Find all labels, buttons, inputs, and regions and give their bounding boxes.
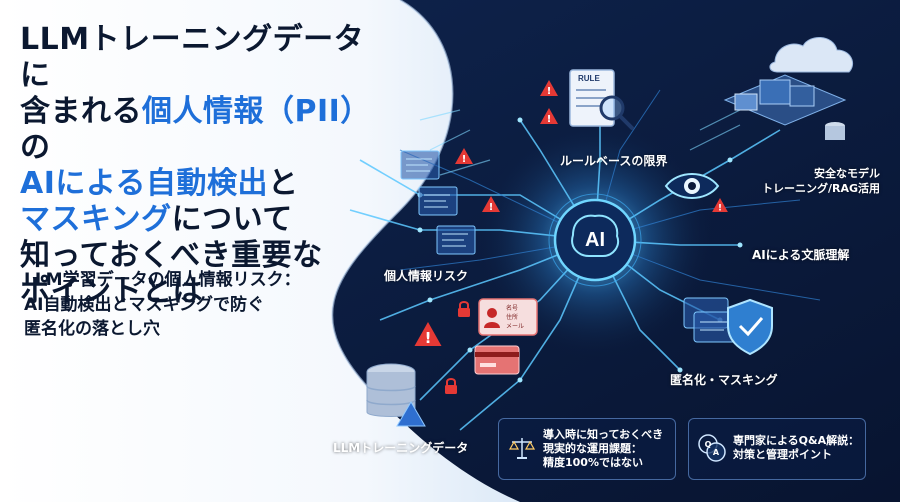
padlock-icon — [445, 378, 457, 394]
database-icon — [366, 363, 426, 427]
svg-text:A: A — [713, 448, 720, 457]
title-line-2-post: の — [20, 130, 51, 165]
expert-qa-box: Q A 専門家によるQ&A解説： 対策と管理ポイント — [688, 418, 866, 480]
warning-icon: ! — [540, 80, 558, 96]
masking-shield-icon — [683, 297, 773, 356]
warning-icon: ! — [540, 108, 558, 124]
title-line-3-highlight: AIによる自動検出 — [20, 166, 268, 201]
operational-issues-line-2: 現実的な運用課題： — [543, 442, 642, 455]
id-card-icon: 名号 住所 メール — [478, 298, 538, 336]
masking-label: 匿名化・マスキング — [670, 373, 778, 387]
title-line-4: マスキングについて — [20, 202, 390, 238]
svg-text:!: ! — [425, 329, 432, 346]
title-line-3-post: と — [267, 166, 299, 201]
safe-model-label-line-2: トレーニング/RAG活用 — [761, 182, 880, 195]
operational-issues-box: 導入時に知っておくべき 現実的な運用課題： 精度100%ではない — [498, 418, 676, 480]
operational-issues-line-3: 精度100%ではない — [543, 456, 643, 469]
pii-risk-label: 個人情報リスク — [384, 269, 469, 283]
id-card-line-1: 名号 — [506, 304, 518, 312]
svg-text:!: ! — [462, 154, 467, 164]
page-title: LLMトレーニングデータに 含まれる個人情報（PII）の AIによる自動検出と … — [20, 22, 390, 310]
safe-model-label: 安全なモデル トレーニング/RAG活用 — [760, 166, 880, 196]
svg-text:Q: Q — [705, 440, 712, 449]
title-line-4-post: について — [171, 202, 293, 237]
subtitle-line-2: AI自動検出とマスキングで防ぐ — [24, 294, 264, 315]
warning-icon: ! — [455, 148, 473, 164]
qa-bubbles-icon: Q A — [698, 434, 726, 462]
safe-model-label-line-1: 安全なモデル — [814, 167, 880, 180]
warning-icon: ! — [712, 198, 728, 212]
operational-issues-line-1: 導入時に知っておくべき — [543, 428, 664, 441]
svg-text:!: ! — [718, 203, 722, 212]
rule-doc-label: RULE — [578, 74, 600, 83]
padlock-icon — [458, 301, 470, 317]
title-line-2-highlight: 個人情報（PII） — [142, 94, 371, 129]
rule-based-limit-label: ルールベースの限界 — [560, 154, 668, 168]
subtitle: LLM学習データの個人情報リスク： AI自動検出とマスキングで防ぐ 匿名化の落と… — [24, 268, 354, 342]
data-file-icon — [436, 225, 476, 255]
data-file-icon — [400, 150, 440, 180]
title-line-4-highlight: マスキング — [20, 202, 172, 237]
svg-text:!: ! — [547, 86, 552, 96]
id-card-line-3: メール — [506, 323, 524, 330]
rule-document-icon: RULE — [569, 69, 634, 130]
title-line-2-pre: 含まれる — [20, 94, 142, 129]
title-line-1: LLMトレーニングデータに — [20, 22, 365, 93]
title-line-2: 含まれる個人情報（PII） の — [20, 94, 390, 166]
expert-qa-line-1: 専門家によるQ&A解説： — [733, 434, 860, 447]
ai-brain-hub-icon: AI — [548, 193, 642, 287]
server-cloud-icon — [723, 37, 853, 140]
title-line-6: ポイントとは — [20, 274, 203, 309]
warning-icon: ! — [414, 322, 442, 346]
data-file-icon — [418, 186, 458, 216]
expert-qa-line-2: 対策と管理ポイント — [733, 448, 832, 461]
hub-label: AI — [585, 229, 605, 251]
scale-icon — [509, 438, 535, 459]
svg-text:!: ! — [547, 114, 552, 124]
llm-training-data-label: LLMトレーニングデータ — [333, 441, 469, 455]
id-card-line-2: 住所 — [506, 313, 518, 321]
eye-icon — [664, 173, 720, 199]
warning-icon: ! — [482, 196, 500, 212]
title-line-5: 知っておくべき重要な — [20, 238, 323, 273]
credit-card-icon — [474, 345, 520, 375]
subtitle-line-3: 匿名化の落とし穴 — [24, 319, 160, 339]
subtitle-line-1: LLM学習データの個人情報リスク： — [24, 270, 301, 290]
context-understanding-label: AIによる文脈理解 — [752, 248, 850, 262]
svg-text:!: ! — [489, 202, 494, 212]
title-line-3: AIによる自動検出と — [20, 166, 390, 202]
